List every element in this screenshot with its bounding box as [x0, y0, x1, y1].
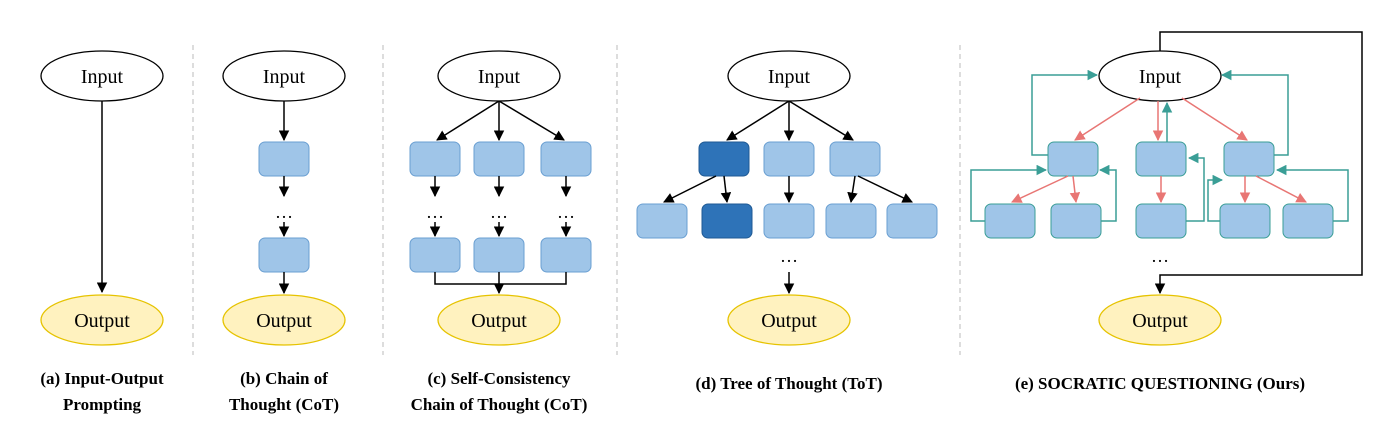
sub-question-box [1135, 141, 1187, 177]
question-arrow [1074, 97, 1141, 141]
caption-line-1: (d) Tree of Thought (ToT) [695, 374, 882, 393]
arrow [726, 100, 790, 141]
sub-question-box [1223, 141, 1275, 177]
thought-box [825, 203, 877, 239]
answer-arrow [1220, 69, 1289, 156]
arrow [436, 100, 500, 141]
sub-question-box [1282, 203, 1334, 239]
arrow [720, 175, 732, 204]
thought-box [258, 237, 310, 273]
caption-line-1: (b) Chain of [240, 369, 328, 388]
thought-box [763, 141, 815, 177]
thought-box [886, 203, 938, 239]
sub-question-box [1050, 203, 1102, 239]
question-arrow [1255, 175, 1307, 203]
panel-d: Input … Output (d) Tree of Thought (ToT) [636, 50, 938, 393]
caption-line-1: (e) SOCRATIC QUESTIONING (Ours) [1015, 374, 1305, 393]
output-node [40, 294, 164, 346]
answer-arrow [1031, 69, 1099, 156]
question-arrow [1069, 175, 1081, 204]
panel-b: Input … Output (b) Chain of Thought (CoT… [222, 50, 346, 414]
ellipsis: … [490, 202, 508, 222]
sub-question-box [1047, 141, 1099, 177]
caption-line-2: Chain of Thought (CoT) [411, 395, 588, 414]
thought-box [540, 237, 592, 273]
output-label: Output [74, 310, 130, 332]
sub-question-box [1219, 203, 1271, 239]
input-label: Input [263, 66, 306, 88]
thought-box [636, 203, 688, 239]
caption-line-2: Thought (CoT) [229, 395, 339, 414]
input-label: Input [478, 66, 521, 88]
thought-box [409, 237, 461, 273]
question-arrow [1011, 175, 1069, 203]
thought-box [473, 141, 525, 177]
answer-arrow [1275, 164, 1349, 222]
panel-e: Input [970, 31, 1363, 393]
caption-line-1: (c) Self-Consistency [427, 369, 571, 388]
panel-c: Input … … … Output (c) Self-Consistency [409, 50, 592, 414]
arrow [857, 175, 913, 203]
output-node [222, 294, 346, 346]
input-label: Input [81, 66, 124, 88]
input-label: Input [768, 66, 811, 88]
feedback-loop-arrow [1154, 31, 1363, 295]
ellipsis: … [780, 246, 798, 266]
selected-thought-box [701, 203, 753, 239]
arrow [788, 100, 854, 141]
answer-arrow [1186, 152, 1205, 222]
arrow [663, 175, 717, 203]
arrow [498, 100, 565, 141]
thought-box [258, 141, 310, 177]
caption-line-1: (a) Input-Output [40, 369, 164, 388]
thought-box [409, 141, 461, 177]
panel-dividers [192, 45, 961, 355]
answer-arrow [970, 164, 1048, 222]
output-node [1098, 294, 1222, 346]
arrow [847, 175, 858, 204]
question-arrow [1181, 97, 1248, 141]
ellipsis: … [557, 202, 575, 222]
output-node [727, 294, 851, 346]
output-label: Output [1132, 310, 1188, 332]
sub-question-box [1135, 203, 1187, 239]
ellipsis: … [1151, 246, 1169, 266]
merge-bracket [434, 272, 567, 285]
selected-thought-box [698, 141, 750, 177]
output-label: Output [256, 310, 312, 332]
answer-arrow [1207, 174, 1224, 222]
sub-question-box [984, 203, 1036, 239]
output-label: Output [471, 310, 527, 332]
output-label: Output [761, 310, 817, 332]
thought-box [829, 141, 881, 177]
thought-box [763, 203, 815, 239]
panel-a: Input Output (a) Input-Output Prompting [40, 50, 164, 414]
thought-box [540, 141, 592, 177]
input-label: Input [1139, 66, 1182, 88]
thought-box [473, 237, 525, 273]
answer-arrow [1098, 164, 1117, 222]
ellipsis: … [275, 202, 293, 222]
caption-line-2: Prompting [63, 395, 142, 414]
output-node [437, 294, 561, 346]
ellipsis: … [426, 202, 444, 222]
